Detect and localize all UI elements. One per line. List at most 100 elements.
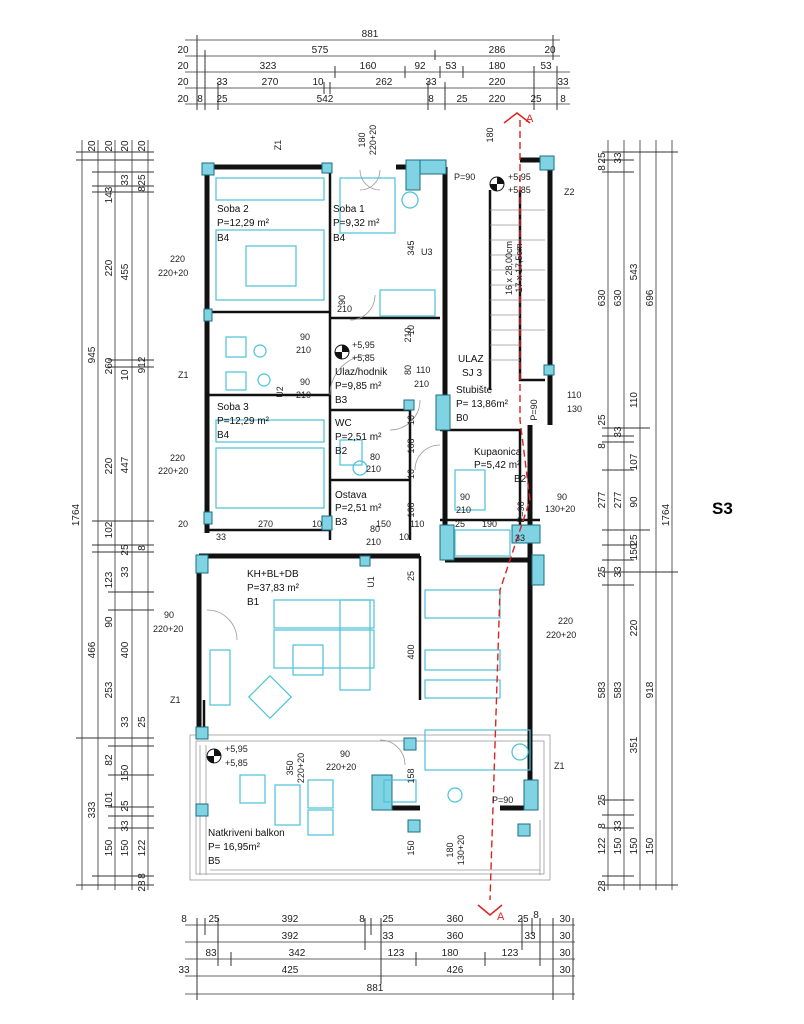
int-dim-168-a: 168	[406, 438, 416, 453]
left-v-150b: 150	[104, 839, 115, 856]
top-dim-25-a: 25	[216, 94, 228, 105]
room-labels: Soba 2 P=12,29 m² B4 Soba 1 P=9,32 m² B4…	[208, 204, 527, 867]
left-v-25b: 25	[120, 544, 131, 556]
door-bottom-130-20: 130+20	[456, 835, 466, 865]
interior-dimensions: 345 400 168 168 10 10 10 10 110 25 190 3…	[178, 240, 525, 855]
right-v-107: 107	[629, 453, 640, 470]
door-size-10: 210	[366, 537, 381, 547]
top-dim-25-b: 25	[456, 94, 468, 105]
room-ostava-area: P=2,51 m²	[335, 503, 382, 514]
left-v-82: 82	[104, 754, 115, 766]
bot-dim-392-a: 392	[282, 914, 299, 925]
z1-right: Z1	[554, 761, 565, 771]
room-kupaonica-area: P=5,42 m²	[474, 460, 521, 471]
level-top-2: +5,85	[508, 185, 531, 195]
door-size-16: 210	[403, 327, 413, 342]
left-v-20a: 20	[87, 140, 98, 152]
int-dim-25-b: 25	[406, 571, 416, 581]
int-dim-10-e: 10	[312, 519, 322, 529]
sj-label: SJ 3	[462, 368, 482, 379]
door-size-1: 90	[337, 295, 347, 305]
top-dim-8-a: 8	[197, 94, 203, 105]
room-kh-area: P=37,83 m²	[247, 583, 300, 594]
top-dim-53-a: 53	[445, 61, 457, 72]
right-dim-1764: 1764	[661, 503, 672, 526]
top-dim-20-b: 20	[544, 45, 556, 56]
door-size-3: 90	[300, 332, 310, 342]
left-v-20b: 20	[104, 140, 115, 152]
room-ostava-code: B3	[335, 517, 348, 528]
left-v-10: 10	[120, 369, 131, 381]
right-dim-543: 543	[629, 263, 640, 280]
left-v-260: 260	[104, 357, 115, 374]
door-balcony-90: 90	[340, 749, 350, 759]
left-dim-455: 455	[120, 263, 131, 280]
int-dim-150: 150	[376, 519, 391, 529]
right-v-33c: 33	[613, 566, 624, 578]
door-size-8: 210	[366, 464, 381, 474]
right-dimension-chains: 1764 696 918 543 630 25 8 33 630 110 25 …	[597, 140, 678, 892]
right-v-150d: 150	[645, 837, 656, 854]
right-v-25c: 25	[629, 534, 640, 546]
top-dim-220-b: 220	[489, 94, 506, 105]
right-v-33b: 33	[613, 426, 624, 438]
top-stair-180: 180	[485, 127, 495, 142]
room-soba2-area: P=12,29 m²	[217, 218, 270, 229]
z1-top: Z1	[273, 140, 283, 151]
int-dim-110: 110	[410, 519, 424, 529]
top-dim-92: 92	[414, 61, 426, 72]
bot-dim-180: 180	[442, 948, 459, 959]
p90-3: P=90	[516, 501, 526, 522]
wall-u3: U3	[421, 247, 433, 257]
bot-dim-33-c: 33	[178, 965, 190, 976]
int-dim-10-c: 10	[406, 469, 416, 479]
bot-dim-25-b: 25	[382, 914, 394, 925]
win-left3-90: 90	[164, 610, 174, 620]
room-stubiste-name: Stubište	[456, 385, 493, 396]
int-dim-10-d: 10	[399, 532, 409, 542]
left-dim-447: 447	[120, 456, 131, 473]
room-kupaonica-name: Kupaonica	[474, 447, 522, 458]
right-v-150b: 150	[613, 837, 624, 854]
sheet-label: S3	[712, 499, 733, 518]
room-wc-code: B2	[335, 446, 348, 457]
right-dim-630-b: 630	[613, 289, 624, 306]
int-dim-400: 400	[406, 644, 416, 659]
right-v-220: 220	[629, 619, 640, 636]
top-dim-25-c: 25	[530, 94, 542, 105]
door-size-13: 90	[460, 492, 470, 502]
left-v-25c: 25	[137, 716, 148, 728]
int-dim-33: 33	[515, 533, 525, 543]
door-size-6: 210	[296, 390, 311, 400]
room-balkon-code: B5	[208, 856, 221, 867]
columns	[195, 155, 555, 837]
door-stair-130: 130	[567, 404, 582, 414]
door-size-12: 210	[414, 379, 429, 389]
top-opening-220-20: 220+20	[368, 125, 378, 155]
int-dim-20: 20	[178, 519, 188, 529]
level-mid-1: +5,95	[352, 340, 375, 350]
bot-dim-360-a: 360	[447, 914, 464, 925]
room-soba1-code: B4	[333, 233, 346, 244]
top-dim-20-c: 20	[177, 61, 189, 72]
right-v-25e: 25	[597, 794, 608, 806]
bot-dim-123-a: 123	[388, 948, 405, 959]
door-kup-130-20: 130+20	[545, 504, 575, 514]
bot-dim-33-b: 33	[524, 931, 536, 942]
wall-u1: U1	[366, 576, 376, 588]
room-kupaonica-code: B2	[514, 474, 527, 485]
left-v-8a: 8	[137, 186, 148, 192]
left-v-123: 123	[104, 571, 115, 588]
right-v-150a: 150	[629, 543, 640, 560]
top-dim-8-b: 8	[428, 94, 434, 105]
left-v-8c: 8	[137, 873, 148, 879]
room-hodnik-name: Ulaz/hodnik	[335, 367, 388, 378]
bot-dim-8-c: 8	[533, 910, 539, 921]
section-line: A A	[477, 112, 534, 923]
room-soba3-name: Soba 3	[217, 402, 249, 413]
left-v-150a: 150	[120, 764, 131, 781]
room-kh-name: KH+BL+DB	[247, 569, 299, 580]
room-balkon-name: Natkriveni balkon	[208, 828, 285, 839]
bot-dim-30-b: 30	[559, 931, 571, 942]
top-dim-220: 220	[489, 77, 506, 88]
